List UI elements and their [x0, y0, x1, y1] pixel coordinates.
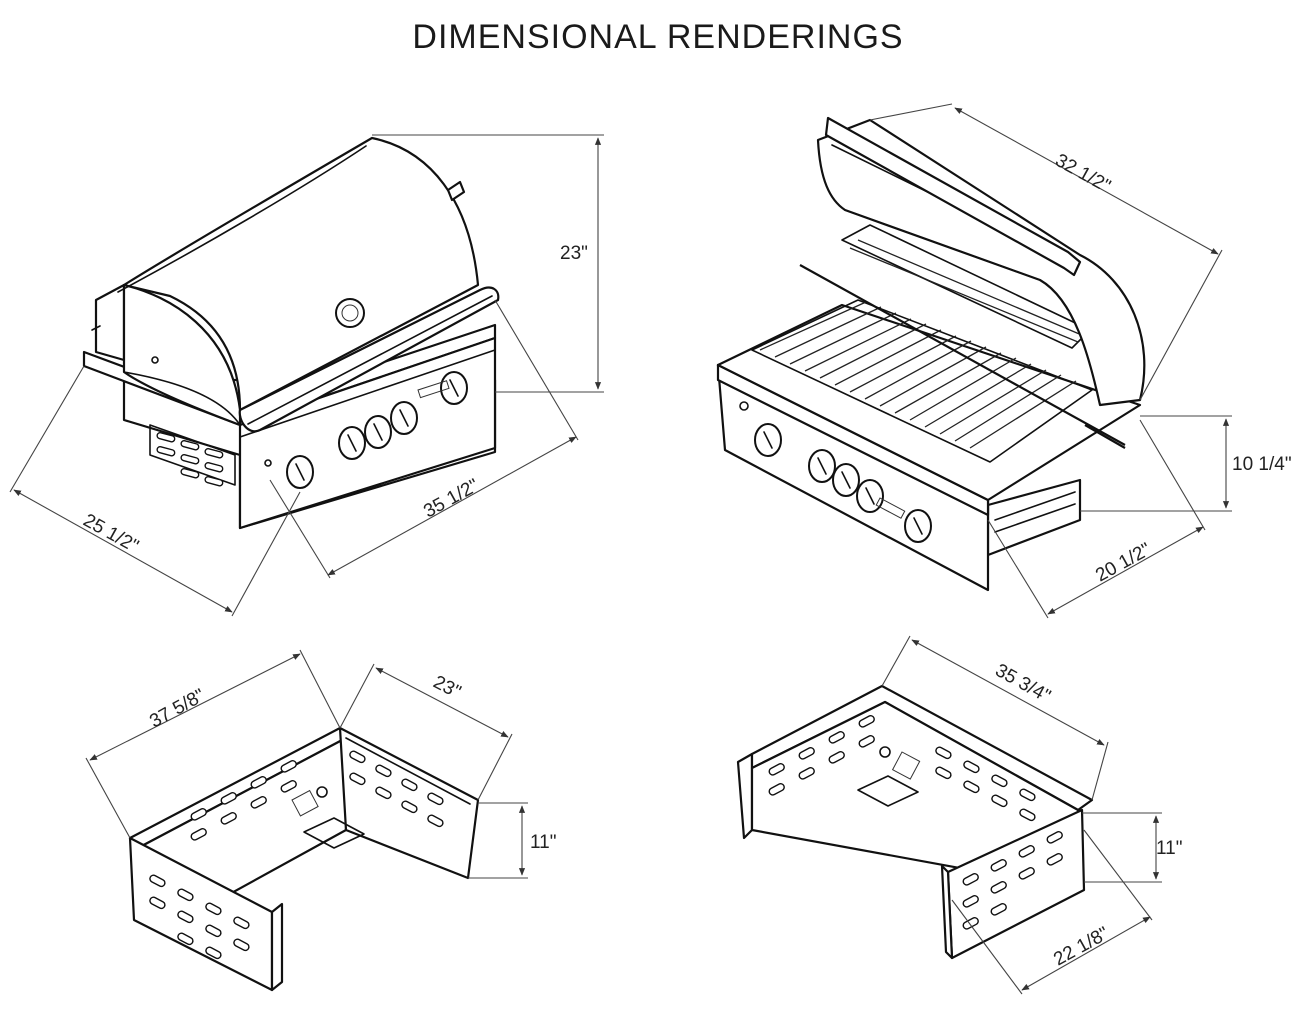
- page-title: DIMENSIONAL RENDERINGS: [412, 18, 904, 56]
- dim-closed-depth: 25 1/2": [80, 510, 142, 557]
- dim-open-depth: 32 1/2": [1052, 150, 1114, 197]
- jacket-right-vents: [768, 715, 1063, 930]
- dim-open-depth-base: 20 1/2": [1092, 539, 1154, 586]
- jacket-left-drawing: 37 5/8" 23" 11": [85, 649, 556, 992]
- dim-jacket-right-depth: 22 1/8": [1050, 923, 1112, 970]
- open-grill-drawing: 32 1/2" 10 1/4" 20 1/2": [716, 103, 1292, 619]
- dim-jacket-right-height: 11": [1156, 838, 1182, 859]
- dim-open-front-height: 10 1/4": [1232, 454, 1292, 475]
- grill-grates: [759, 301, 1077, 449]
- jacket-right-drawing: 35 3/4" 11" 22 1/8": [736, 635, 1182, 995]
- jacket-left-vents: [149, 750, 444, 960]
- dim-jacket-left-width: 37 5/8": [146, 685, 208, 732]
- dim-jacket-left-height: 11": [530, 832, 556, 853]
- dim-closed-width: 35 1/2": [420, 475, 482, 522]
- closed-grill-drawing: 23" 35 1/2" 25 1/2": [9, 134, 604, 617]
- dim-closed-height: 23": [560, 243, 588, 264]
